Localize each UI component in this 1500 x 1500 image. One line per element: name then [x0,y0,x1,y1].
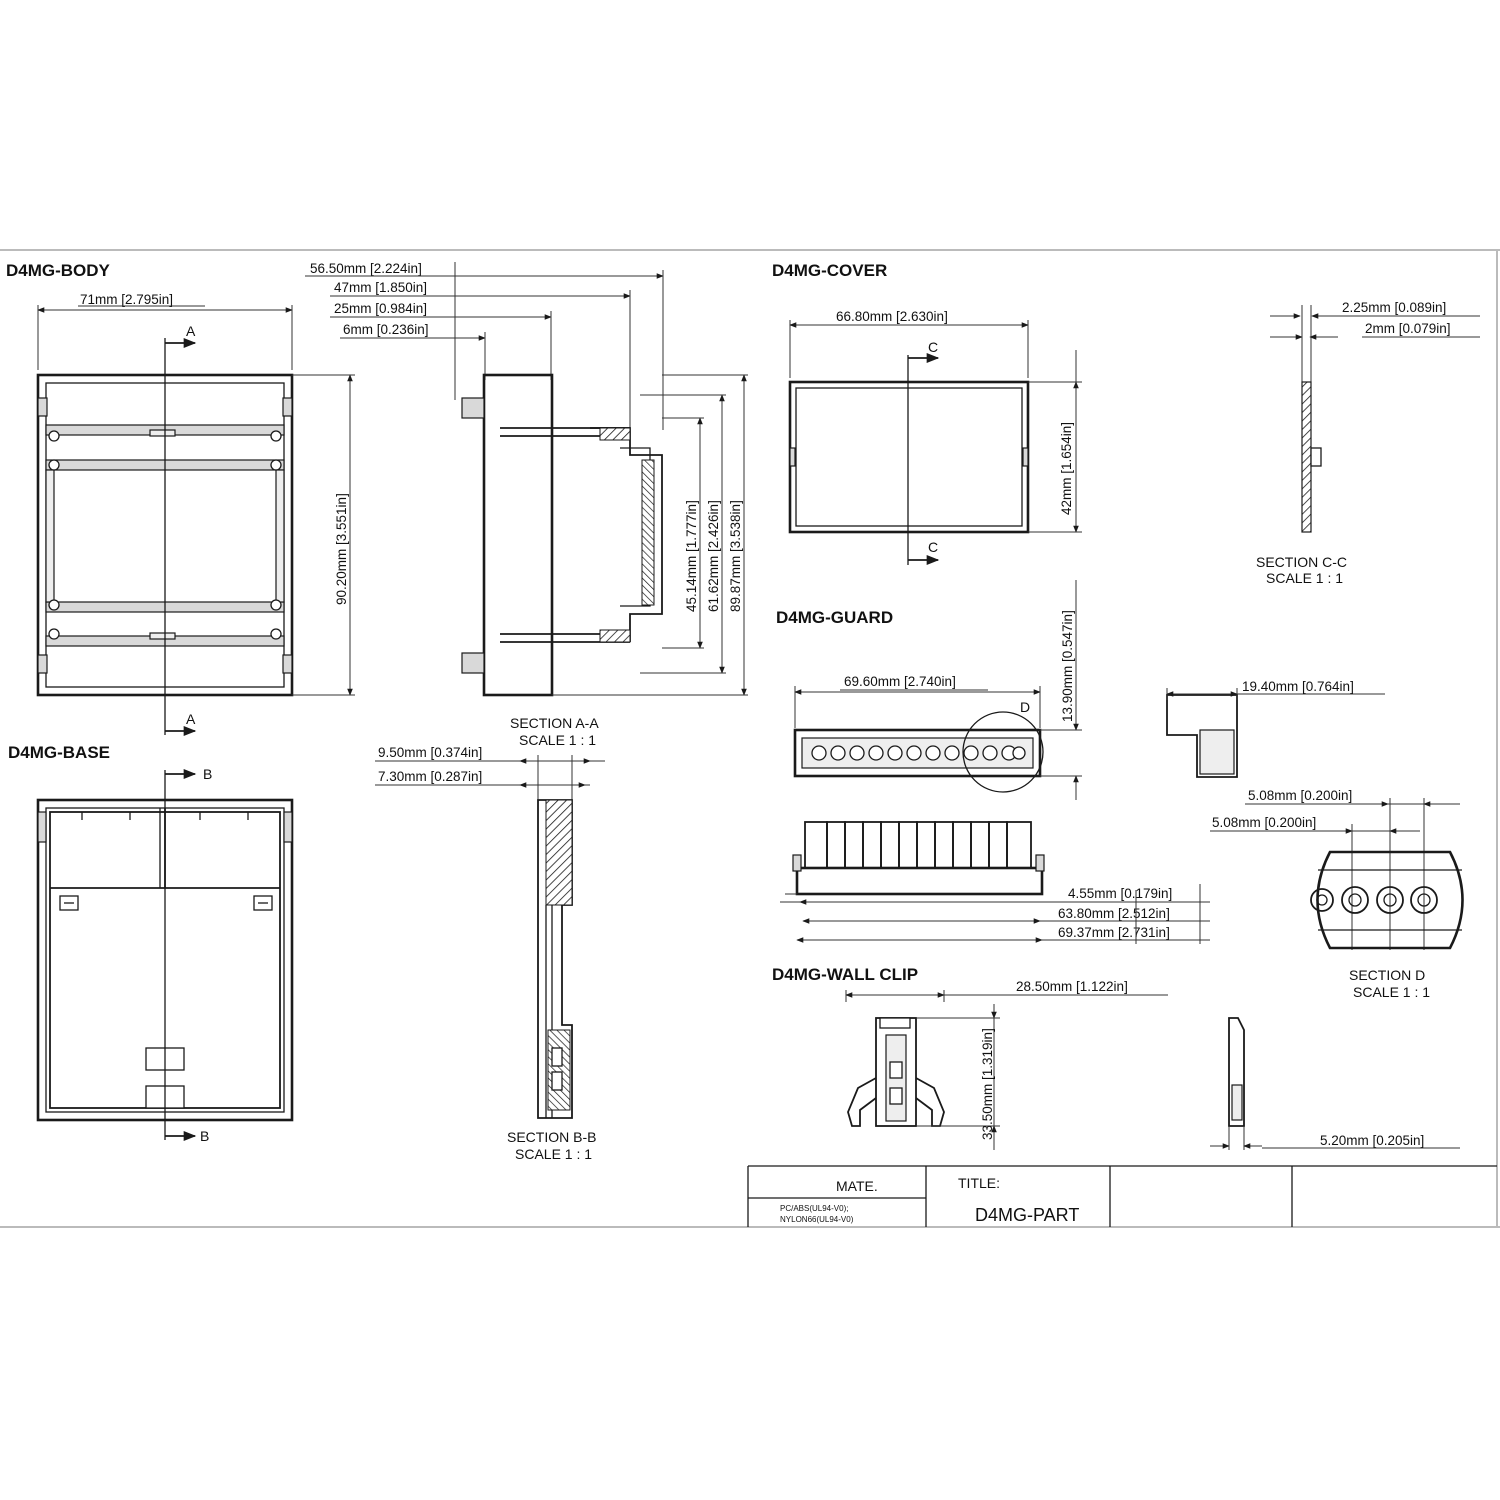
body-width-dim: 71mm [2.795in] [80,292,173,307]
section-aa-dim-3: 25mm [0.984in] [334,301,427,316]
section-aa-dim-1: 56.50mm [2.224in] [310,261,422,276]
section-cc-scale: SCALE 1 : 1 [1266,570,1343,586]
cover-height-dim: 42mm [1.654in] [1059,422,1074,515]
base-section-mark-top: B [203,766,212,782]
section-d-view: 5.08mm [0.200in] 5.08mm [0.200in] SECTIO… [1210,788,1464,1000]
section-bb-dim-1: 9.50mm [0.374in] [378,745,482,760]
cover-section-mark-top: C [928,339,938,355]
guard-title: D4MG-GUARD [776,608,893,627]
body-height-dim: 90.20mm [3.551in] [334,493,349,605]
mate-label: MATE. [836,1178,878,1194]
guard-bottom-dim-3: 69.37mm [2.731in] [1058,925,1170,940]
body-section-mark-bottom: A [186,711,196,727]
guard-bottom-dim-1: 4.55mm [0.179in] [1068,886,1172,901]
base-view: D4MG-BASE B B [8,743,294,1144]
wall-clip-height-dim: 33.50mm [1.319in] [980,1028,995,1140]
section-d-scale: SCALE 1 : 1 [1353,984,1430,1000]
material-line-1: PC/ABS(UL94-V0); [780,1204,848,1213]
guard-width-dim: 69.60mm [2.740in] [844,674,956,689]
cover-section-mark-bottom: C [928,539,938,555]
cover-width-dim: 66.80mm [2.630in] [836,309,948,324]
guard-bottom-view [804,821,1032,869]
section-aa-vdim-3: 89.87mm [3.538in] [728,500,743,612]
guard-side-dim: 19.40mm [0.764in] [1242,679,1354,694]
body-section-mark-top: A [186,323,196,339]
section-cc-view: 2.25mm [0.089in] 2mm [0.079in] SECTION C… [1256,300,1480,586]
body-title: D4MG-BODY [6,261,111,280]
section-aa-vdim-2: 61.62mm [2.426in] [706,500,721,612]
wall-clip-title: D4MG-WALL CLIP [772,965,918,984]
section-aa-label: SECTION A-A [510,715,599,731]
guard-height-dim: 13.90mm [0.547in] [1060,610,1075,722]
section-bb-label: SECTION B-B [507,1129,596,1145]
base-title: D4MG-BASE [8,743,110,762]
section-d-dim-1: 5.08mm [0.200in] [1248,788,1352,803]
section-cc-label: SECTION C-C [1256,554,1347,570]
title-block: MATE. PC/ABS(UL94-V0); NYLON66(UL94-V0) … [747,1165,1497,1227]
guard-view: D4MG-GUARD 69.60mm [2.740in] D [776,580,1385,944]
section-aa-dim-4: 6mm [0.236in] [343,322,429,337]
section-bb-dim-2: 7.30mm [0.287in] [378,769,482,784]
section-aa-vdim-1: 45.14mm [1.777in] [684,500,699,612]
section-aa-view: 56.50mm [2.224in] 47mm [1.850in] 25mm [0… [305,261,748,748]
wall-clip-side-dim: 5.20mm [0.205in] [1320,1133,1424,1148]
section-cc-dim-1: 2.25mm [0.089in] [1342,300,1446,315]
base-section-mark-bottom: B [200,1128,209,1144]
section-cc-dim-2: 2mm [0.079in] [1365,321,1451,336]
wall-clip-width-dim: 28.50mm [1.122in] [1016,979,1128,994]
section-d-dim-2: 5.08mm [0.200in] [1212,815,1316,830]
sheet-frame [0,249,1500,1228]
title-label: TITLE: [958,1175,1000,1191]
wall-clip-view: D4MG-WALL CLIP 28.50mm [1.122in] 33.50mm… [772,965,1460,1150]
guard-terminal-holes [811,745,1026,761]
section-bb-view: 9.50mm [0.374in] 7.30mm [0.287in] SECTIO… [375,745,605,1162]
cover-view: D4MG-COVER 66.80mm [2.630in] C C 42mm [1… [772,261,1082,566]
guard-bottom-dim-2: 63.80mm [2.512in] [1058,906,1170,921]
body-view: D4MG-BODY 71mm [2.795in] [6,261,355,737]
title-value: D4MG-PART [975,1205,1079,1225]
guard-detail-mark: D [1020,699,1030,715]
section-aa-dim-2: 47mm [1.850in] [334,280,427,295]
material-line-2: NYLON66(UL94-V0) [780,1215,854,1224]
section-aa-scale: SCALE 1 : 1 [519,732,596,748]
section-d-label: SECTION D [1349,967,1425,983]
cover-title: D4MG-COVER [772,261,887,280]
section-bb-scale: SCALE 1 : 1 [515,1146,592,1162]
